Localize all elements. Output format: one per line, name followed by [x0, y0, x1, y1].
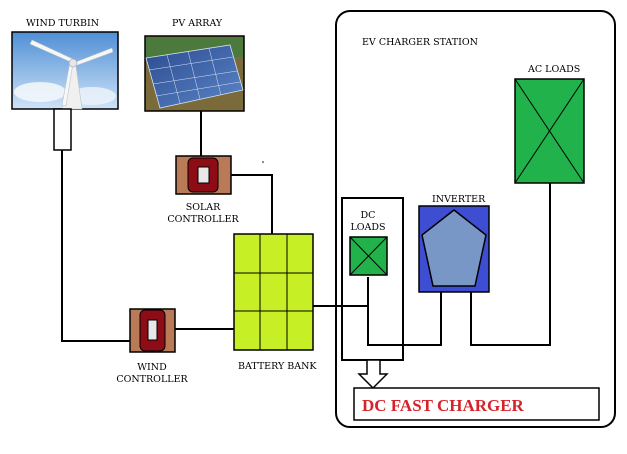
- pv-array-label: PV ARRAY: [172, 18, 223, 29]
- battery-bank: BATTERY BANK: [233, 233, 317, 372]
- ev-charger-station-label: EV CHARGER STATION: [362, 37, 478, 48]
- solar-controller-label-2: CONTROLLER: [167, 214, 239, 225]
- dc-loads-label-1: DC: [361, 210, 376, 221]
- inverter: INVERTER: [418, 194, 490, 293]
- wind-controller-label-1: WIND: [137, 362, 167, 373]
- stray-dot: [262, 161, 264, 163]
- dc-fast-charger-label: DC FAST CHARGER: [362, 396, 525, 415]
- ac-loads-label: AC LOADS: [527, 64, 580, 75]
- wire-battery-to-dc-bus: [313, 277, 369, 307]
- wind-turbine: WIND TURBIN: [11, 18, 119, 151]
- down-arrow-icon: [357, 359, 389, 390]
- inverter-pentagon: [421, 209, 487, 287]
- dc-loads-label-2: LOADS: [350, 222, 385, 233]
- battery-bank-label: BATTERY BANK: [238, 361, 317, 372]
- wind-turbine-label: WIND TURBIN: [26, 18, 99, 29]
- wire-inverter-to-ac-loads: [470, 183, 551, 346]
- wind-controller-label-2: CONTROLLER: [116, 374, 188, 385]
- solar-controller-label-1: SOLAR: [186, 202, 221, 213]
- wind-controller: WIND CONTROLLER: [116, 308, 189, 385]
- wind-turbine-mast: [53, 108, 72, 151]
- pv-array: PV ARRAY: [144, 18, 245, 112]
- wire-dc-bus-to-inverter: [367, 292, 442, 346]
- battery-bank-body: [233, 233, 314, 351]
- dc-loads: DC LOADS: [349, 210, 388, 276]
- solar-controller: SOLAR CONTROLLER: [167, 155, 240, 225]
- dc-fast-charger: DC FAST CHARGER: [353, 387, 600, 421]
- wiring: [61, 111, 551, 361]
- ev-charger-station: EV CHARGER STATION DC LOADS INVERTER AC …: [335, 10, 616, 428]
- ac-loads: AC LOADS: [514, 64, 585, 184]
- wire-wind-turbine-to-controller: [61, 150, 130, 342]
- wire-solar-controller-to-battery: [231, 174, 273, 234]
- dc-fast-charger-box: [353, 387, 600, 421]
- inverter-label: INVERTER: [432, 194, 486, 205]
- ev-charger-station-frame: [335, 10, 616, 428]
